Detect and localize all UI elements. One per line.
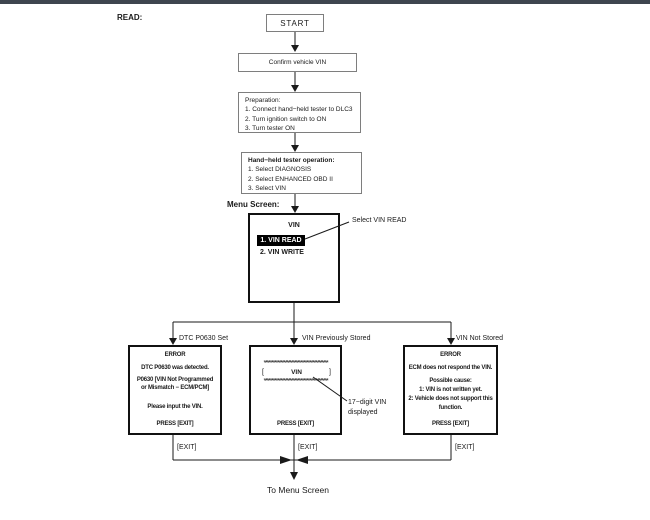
- menu-title: VIN: [288, 222, 300, 229]
- vin-display-value-row: [ VIN ]: [251, 369, 340, 376]
- dtc-error-box: ERROR DTC P0630 was detected. P0630 [VIN…: [128, 345, 222, 435]
- arrowhead-down-icon: [291, 145, 299, 152]
- ecm-error-line: ECM does not respond the VIN.: [408, 365, 493, 371]
- preparation-step: 1. Connect hand−held tester to DLC3: [245, 106, 353, 114]
- arrowhead-down-icon: [291, 45, 299, 52]
- menu-screen-node: VIN 1. VIN READ 2. VIN WRITE: [248, 213, 340, 303]
- branch-label-vin-not-stored: VIN Not Stored: [456, 335, 504, 342]
- vin-digits-callout-line2: displayed: [348, 409, 378, 416]
- ecm-error-line: function.: [438, 405, 463, 411]
- asterisk-text: ****************************************…: [263, 378, 328, 385]
- vin-display-asterisk-row: ****************************************…: [251, 360, 340, 369]
- dtc-error-line: Please input the VIN.: [147, 404, 203, 410]
- exit-label-middle: [EXIT]: [298, 444, 318, 451]
- arrowhead-down-icon: [291, 206, 299, 213]
- dtc-error-line: P0630 [VIN Not Programmed: [136, 377, 214, 383]
- preparation-title: Preparation:: [245, 97, 281, 104]
- arrowhead-down-icon: [447, 338, 455, 345]
- arrowhead-down-icon: [290, 338, 298, 345]
- tester-operation-step: 1. Select DIAGNOSIS: [248, 166, 312, 174]
- vin-display-asterisk-row: ****************************************…: [251, 378, 340, 387]
- dtc-error-line: DTC P0630 was detected.: [141, 365, 209, 371]
- vin-display-press-exit: PRESS [EXIT]: [277, 421, 314, 427]
- dtc-error-line: or Mismatch − ECM/PCM]: [140, 385, 210, 391]
- ecm-error-line: ERROR: [440, 352, 461, 358]
- vin-digits-callout-line1: 17−digit VIN: [348, 399, 387, 406]
- tester-operation-step: 3. Select VIN: [248, 184, 286, 192]
- preparation-step: 2. Turn ignition switch to ON: [245, 115, 327, 123]
- ecm-error-line: 2: Vehicle does not support this: [408, 396, 493, 402]
- exit-label-right: [EXIT]: [455, 444, 475, 451]
- branch-label-dtc-set: DTC P0630 Set: [179, 335, 229, 342]
- menu-item-vin-read: 1. VIN READ: [257, 235, 305, 246]
- confirm-vin-label: Confirm vehicle VIN: [268, 59, 327, 66]
- menu-item-vin-write: 2. VIN WRITE: [260, 249, 304, 256]
- branch-label-vin-stored: VIN Previously Stored: [302, 335, 371, 342]
- dtc-error-press-exit: PRESS [EXIT]: [156, 421, 194, 427]
- exit-label-left: [EXIT]: [177, 444, 197, 451]
- confirm-vin-node: Confirm vehicle VIN: [238, 53, 357, 72]
- bracket-open: [: [262, 369, 264, 376]
- tester-operation-title: Hand−held tester operation:: [248, 157, 335, 164]
- start-node-label: START: [280, 18, 310, 28]
- arrowhead-left-icon: [296, 456, 308, 464]
- select-vin-read-callout: Select VIN READ: [352, 217, 407, 224]
- arrowhead-down-icon: [291, 85, 299, 92]
- to-menu-screen-label: To Menu Screen: [267, 485, 329, 495]
- preparation-step: 3. Turn tester ON: [245, 124, 295, 132]
- tester-operation-node: Hand−held tester operation: 1. Select DI…: [241, 152, 362, 194]
- vin-display-box: ****************************************…: [249, 345, 342, 435]
- arrowhead-right-icon: [280, 456, 292, 464]
- read-section-label: READ:: [117, 13, 143, 22]
- tester-operation-step: 2. Select ENHANCED OBD II: [248, 175, 333, 183]
- arrowhead-down-icon: [290, 472, 298, 480]
- arrowhead-down-icon: [169, 338, 177, 345]
- dtc-error-line: ERROR: [164, 352, 186, 358]
- ecm-error-line: Possible cause:: [429, 378, 472, 384]
- window-top-edge: [0, 0, 650, 4]
- preparation-node: Preparation: 1. Connect hand−held tester…: [238, 92, 361, 133]
- bracket-close: ]: [329, 369, 331, 376]
- ecm-error-box: ERROR ECM does not respond the VIN. Poss…: [403, 345, 498, 435]
- start-node: START: [266, 14, 324, 32]
- ecm-error-line: 1: VIN is not written yet.: [419, 387, 482, 393]
- vin-display-label: VIN: [291, 369, 302, 376]
- menu-screen-label: Menu Screen:: [227, 200, 280, 209]
- asterisk-text: ****************************************…: [263, 360, 328, 367]
- ecm-error-press-exit: PRESS [EXIT]: [432, 421, 469, 427]
- vin-digits-callout: 17−digit VIN displayed: [348, 398, 386, 418]
